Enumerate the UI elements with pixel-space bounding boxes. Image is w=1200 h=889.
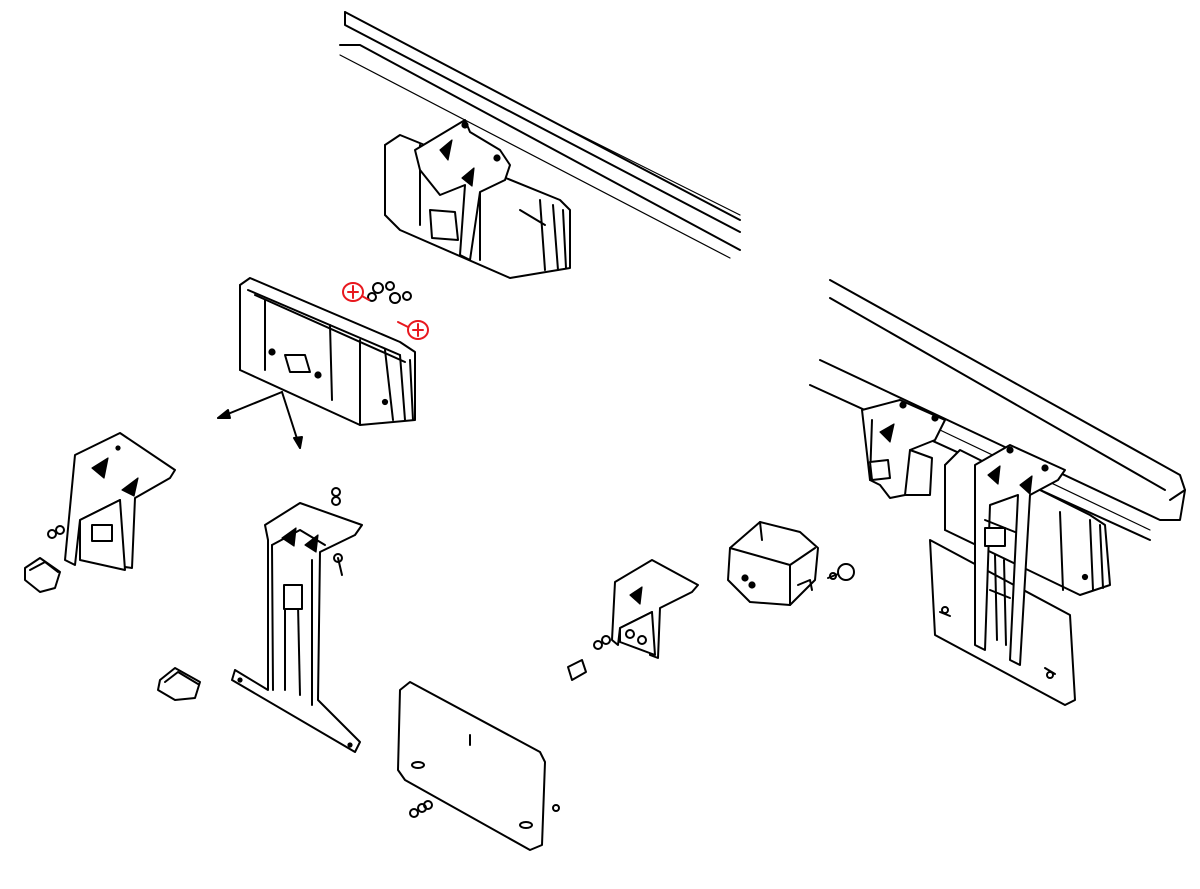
bracket-icon [64, 432, 176, 571]
tail-lamp-mounted-icon [384, 119, 571, 279]
tail-lamp-exploded-icon [239, 277, 416, 426]
license-lamp-icon [727, 521, 819, 606]
license-plate-icon [397, 681, 560, 851]
bracket-icon [974, 444, 1066, 666]
bulb-icon [397, 320, 429, 340]
grommet-icon [47, 525, 65, 539]
license-lamp-icon [157, 667, 201, 701]
frame-rail-icon [339, 11, 741, 259]
bracket-icon [861, 399, 946, 499]
bulb-icon [367, 281, 412, 304]
arrow-icon [217, 391, 303, 449]
grommet-icon [567, 635, 611, 681]
bracket-icon [231, 502, 363, 753]
bulb-icon [827, 563, 855, 581]
mud-flap-icon [929, 539, 1076, 706]
bracket-icon [611, 559, 699, 659]
nut-icon [331, 487, 343, 576]
bulb-icon [342, 282, 370, 302]
license-lamp-icon [24, 557, 61, 593]
